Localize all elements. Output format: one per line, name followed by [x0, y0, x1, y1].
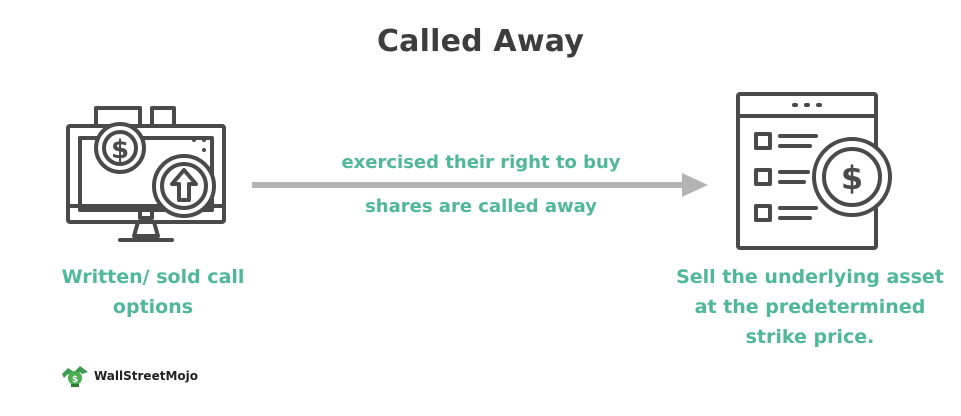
document-checklist-dollar-icon: $ [736, 92, 892, 250]
left-node-label: Written/ sold call options [40, 262, 266, 322]
right-node-label-line3: strike price. [745, 326, 875, 348]
svg-text:$: $ [841, 159, 863, 197]
brand-name: WallStreetMojo [94, 369, 198, 383]
svg-text:$: $ [72, 375, 78, 385]
left-node-label-line2: options [112, 296, 194, 318]
svg-text:$: $ [111, 135, 129, 165]
brand-logo: $ WallStreetMojo [60, 362, 198, 390]
monitor-dollar-up-arrow-icon: $ [66, 106, 226, 242]
right-arrow-icon [252, 173, 708, 197]
right-node-label: Sell the underlying asset at the predete… [660, 262, 960, 352]
right-node-label-line1: Sell the underlying asset [676, 266, 944, 288]
diagram-title: Called Away [376, 24, 585, 59]
wallstreetmojo-logo-icon: $ [62, 366, 88, 387]
right-node-label-line2: at the predetermined [694, 296, 926, 318]
arrow-label-bottom: shares are called away [365, 196, 597, 217]
arrow-label-top: exercised their right to buy [341, 152, 621, 173]
left-node-label-line1: Written/ sold call [61, 266, 245, 288]
